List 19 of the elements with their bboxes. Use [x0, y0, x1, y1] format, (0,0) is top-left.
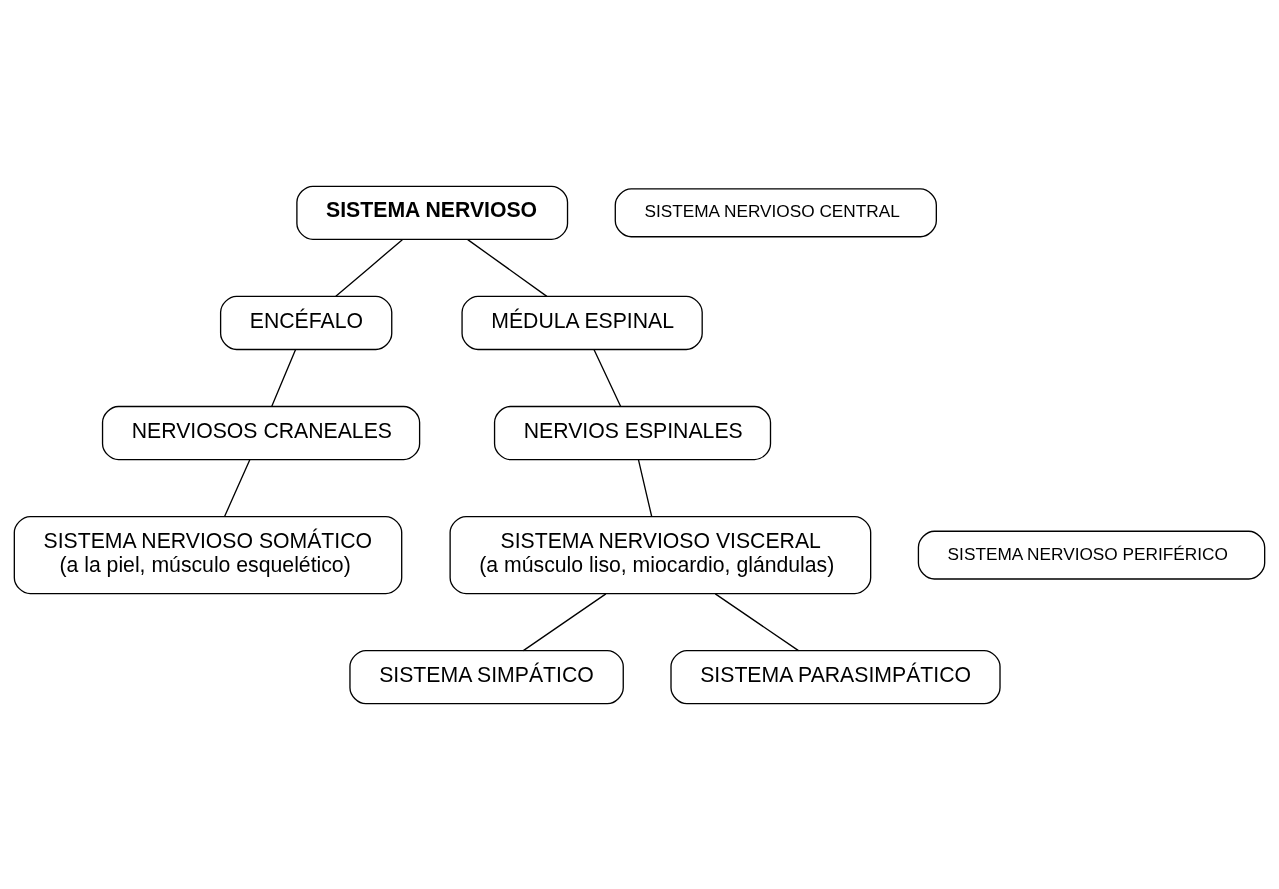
connector — [335, 238, 403, 297]
connector — [637, 458, 653, 517]
node-box: SISTEMA PARASIMPÁTICO — [670, 649, 1001, 704]
node-box: ENCÉFALO — [219, 295, 393, 350]
node-box: MÉDULA ESPINAL — [461, 295, 703, 350]
connector — [522, 592, 607, 651]
connector — [593, 348, 622, 407]
node-box: SISTEMA NERVIOSO SOMÁTICO (a la piel, músculo esquelético) — [13, 515, 403, 594]
node-box: SISTEMA NERVIOSO VISCERAL (a músculo liso, miocardio, glándulas) — [449, 515, 872, 594]
connector — [224, 458, 251, 517]
node-box: SISTEMA SIMPÁTICO — [349, 649, 624, 704]
connector — [714, 592, 800, 651]
node-box: SISTEMA NERVIOSO — [296, 185, 569, 240]
connector — [271, 348, 297, 407]
node-box: NERVIOS ESPINALES — [493, 405, 772, 460]
connector — [467, 238, 548, 297]
node-box: SISTEMA NERVIOSO CENTRAL — [614, 187, 937, 237]
node-box: SISTEMA NERVIOSO PERIFÉRICO — [917, 530, 1266, 580]
node-box: NERVIOSOS CRANEALES — [101, 405, 421, 460]
